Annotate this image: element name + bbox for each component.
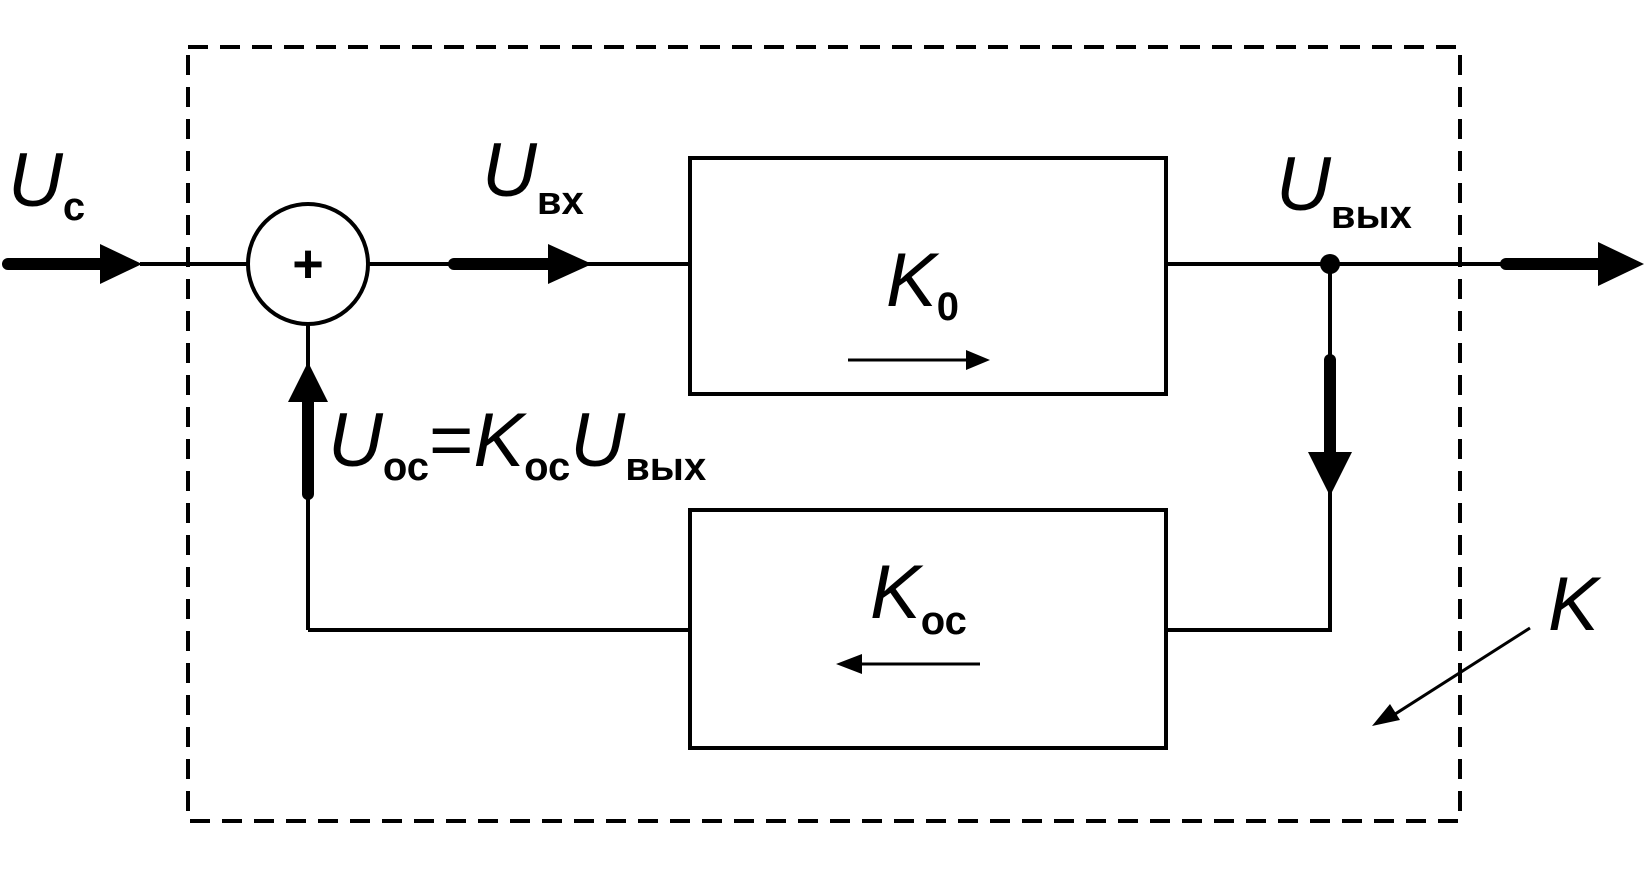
label-u-input: Uвх (482, 128, 584, 223)
input-arrowhead (100, 244, 142, 284)
feedback-up-arrowhead (288, 362, 328, 402)
overall-gain-pointer (1391, 626, 1531, 718)
feedback-down-arrowhead (1308, 452, 1352, 496)
forward-block (688, 156, 1168, 396)
label-overall-gain: K (1548, 562, 1602, 647)
label-u-signal: Uс (8, 138, 85, 229)
forward-direction-arrowhead (966, 350, 990, 370)
feedback-direction-arrowhead (836, 654, 862, 674)
label-u-output: Uвых (1276, 142, 1412, 237)
output-arrowhead (1598, 242, 1644, 286)
label-feedback-equation: Uос=KосUвых (328, 398, 706, 489)
label-forward-gain: K0 (886, 238, 959, 329)
input-arrowhead-2 (548, 244, 592, 284)
summing-plus: + (292, 234, 324, 294)
overall-gain-pointer-head (1372, 704, 1400, 726)
label-feedback-gain: Kос (870, 550, 967, 643)
